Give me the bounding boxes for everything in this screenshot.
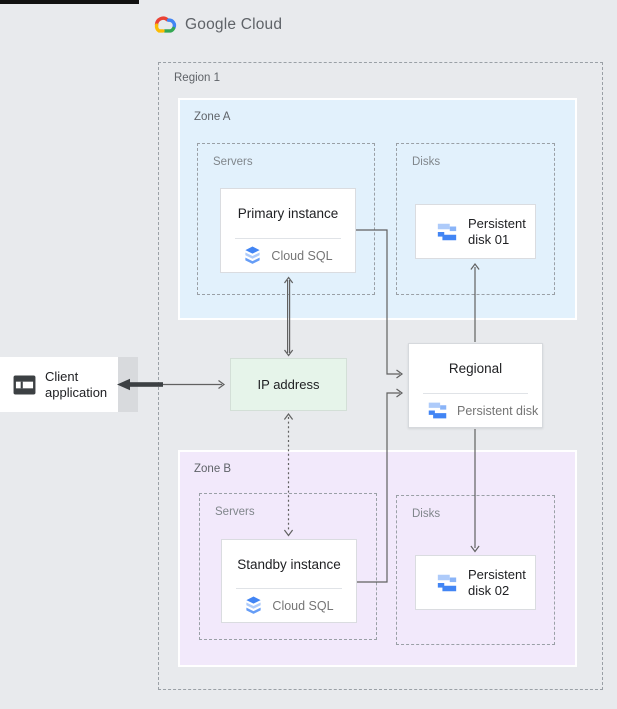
- primary-service-label: Cloud SQL: [271, 248, 333, 263]
- cloud-sql-icon: [244, 595, 263, 617]
- region-1-container: Region 1: [158, 62, 603, 690]
- regional-title: Regional: [448, 361, 503, 376]
- zone-b-label: Zone B: [194, 463, 232, 475]
- zone-a-servers-group: Servers: [197, 143, 375, 295]
- regional-disk-card: Regional Persistent disk: [408, 343, 543, 428]
- google-cloud-logo-text: Google Cloud: [185, 15, 283, 33]
- regional-service-label: Persistent disk: [457, 403, 539, 418]
- ip-address-label: IP address: [257, 377, 320, 392]
- persistent-disk-icon: [436, 221, 458, 243]
- card-divider: [235, 238, 341, 239]
- zone-b-servers-label: Servers: [215, 506, 255, 518]
- zone-a-servers-label: Servers: [213, 156, 253, 168]
- card-divider: [236, 588, 342, 589]
- client-app-icon: [13, 374, 36, 395]
- persistent-disk-icon: [427, 400, 448, 421]
- card-divider: [423, 393, 528, 394]
- persistent-disk-icon: [436, 572, 458, 594]
- primary-instance-title: Primary instance: [237, 206, 339, 221]
- google-cloud-logo-icon: [151, 14, 178, 35]
- zone-b-disks-label: Disks: [412, 508, 441, 520]
- google-cloud-logo: Google Cloud: [151, 14, 282, 35]
- standby-service-label: Cloud SQL: [272, 598, 334, 613]
- client-card-edge: [118, 357, 138, 412]
- top-accent-bar: [0, 0, 139, 4]
- ip-address-node: IP address: [230, 358, 347, 411]
- cloud-sql-icon: [243, 245, 262, 267]
- standby-instance-card: Standby instance Cloud SQL: [221, 539, 357, 623]
- region-label: Region 1: [174, 72, 221, 84]
- zone-a-label: Zone A: [194, 111, 231, 123]
- standby-instance-title: Standby instance: [237, 556, 341, 572]
- zone-a-disks-label: Disks: [412, 156, 441, 168]
- primary-instance-card: Primary instance Cloud SQL: [220, 188, 356, 273]
